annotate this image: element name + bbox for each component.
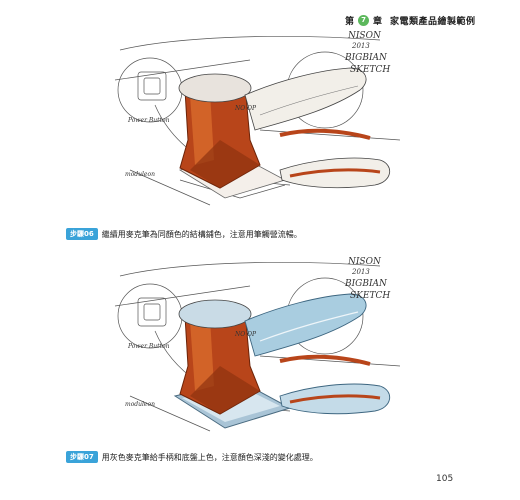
signature-line-3: BIGBIAN (344, 53, 388, 63)
label-power-button: Power Button (127, 117, 170, 124)
signature-line-1: NISON (347, 31, 382, 41)
label-no-op: NO OP (234, 331, 257, 338)
chapter-header: 第 7 章 家電類產品繪製範例 (345, 12, 505, 28)
step-06-text: 繼續用麥克筆為同顏色的結構鋪色，注意用筆觸營流暢。 (101, 229, 302, 239)
step-07: 步驟07 用灰色麥克筆給手柄和底盤上色，注意顏色深淺的變化處理。 (66, 450, 318, 464)
page-number: 105 (436, 474, 454, 484)
sander-sketch-step-07: NISON 2013 BIGBIAN SKETCH NO OP Power Bu… (114, 257, 401, 432)
chapter-suffix: 章 (373, 16, 383, 27)
label-no-op: NO OP (234, 105, 257, 112)
signature-line-4: SKETCH (350, 291, 390, 301)
label-moduleon: moduleon (125, 401, 155, 408)
chapter-prefix: 第 (345, 16, 355, 27)
signature-line-3: BIGBIAN (344, 279, 388, 289)
chapter-number-badge: 7 (358, 14, 370, 26)
signature-line-2: 2013 (351, 42, 370, 50)
sander-sketch-step-06: NISON 2013 BIGBIAN SKETCH NO OP Power Bu… (114, 31, 401, 206)
label-power-button: Power Button (127, 343, 170, 350)
signature-line-4: SKETCH (350, 65, 390, 75)
step-06-tag: 步驟06 (66, 228, 98, 240)
label-moduleon: moduleon (125, 171, 155, 178)
step-07-text: 用灰色麥克筆給手柄和底盤上色，注意顏色深淺的變化處理。 (101, 452, 318, 462)
signature-line-1: NISON (347, 257, 382, 267)
step-06: 步驟06 繼續用麥克筆為同顏色的結構鋪色，注意用筆觸營流暢。 (66, 227, 302, 241)
chapter-title: 家電類產品繪製範例 (390, 16, 476, 27)
signature-line-2: 2013 (351, 268, 370, 276)
step-07-tag: 步驟07 (66, 451, 98, 463)
